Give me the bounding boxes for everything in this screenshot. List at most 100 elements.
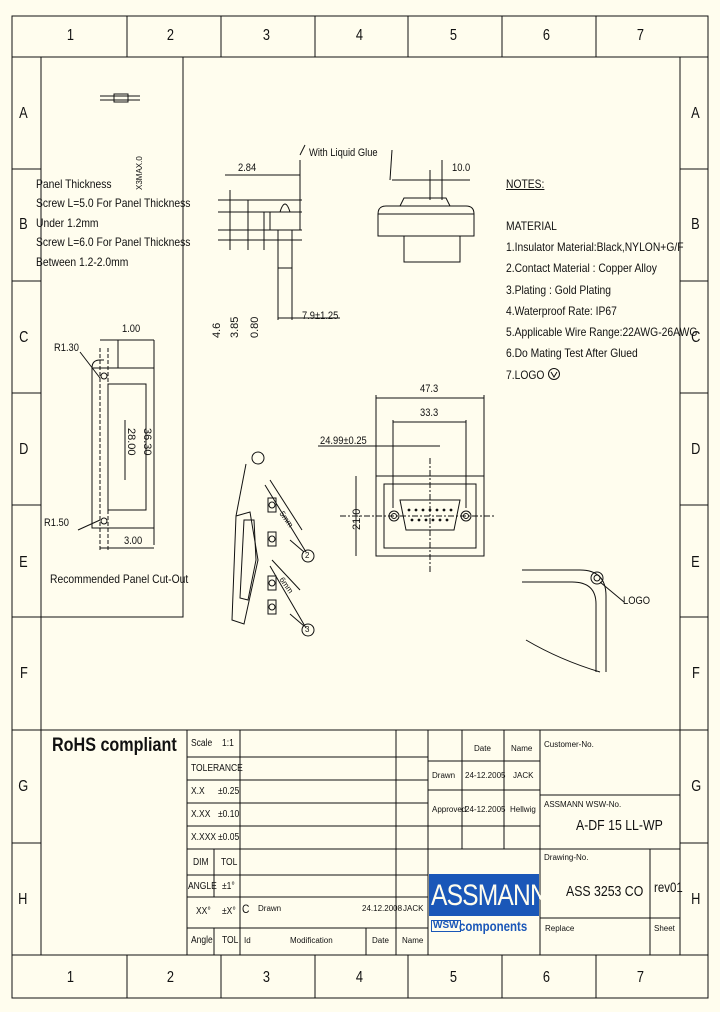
grid-row-h-right: H — [691, 891, 701, 908]
assmann-no-label: ASSMANN WSW-No. — [544, 800, 622, 809]
rev-hdr-name: Name — [402, 936, 424, 945]
scale-label: Scale — [191, 738, 213, 749]
front-dim-outer: 47.3 — [420, 383, 439, 395]
drawing-no: ASS 3253 CO — [566, 883, 644, 900]
logo-sub: components — [459, 918, 528, 934]
sheet-label: Sheet — [654, 924, 675, 933]
approved-date: 24-12.2005 — [465, 805, 506, 814]
grid-row-f-right: F — [691, 665, 700, 682]
logo-label: LOGO — [623, 595, 651, 607]
scale-value: 1:1 — [222, 738, 234, 749]
tol-val-1: ±0.25 — [218, 786, 240, 797]
grid-col-4-bottom: 4 — [355, 969, 364, 986]
angle-value: ±1° — [222, 881, 235, 892]
notes-item-2: 2.Contact Material : Copper Alloy — [506, 261, 657, 275]
notes-item-1: 1.Insulator Material:Black,NYLON+G/F — [506, 240, 684, 254]
iso-label-3: 3 — [305, 625, 310, 634]
rev-drawn: Drawn — [258, 904, 282, 913]
grid-row-d-right: D — [691, 441, 701, 458]
tol-fmt-3: X.XXX — [191, 832, 217, 843]
rev-hdr-mod: Modification — [290, 936, 333, 945]
notes-item-7: 7.LOGO — [506, 368, 545, 382]
side-dim-a: 4.6 — [211, 322, 223, 338]
grid-col-6: 6 — [542, 27, 551, 44]
tol-fmt-1: X.X — [191, 786, 205, 797]
side-dim-e: 10.0 — [452, 162, 471, 174]
grid-col-1-bottom: 1 — [66, 969, 75, 986]
grid-row-b-right: B — [691, 216, 700, 233]
grid-col-4: 4 — [355, 27, 364, 44]
grid-row-c: C — [19, 329, 29, 346]
rev-number: rev01 — [654, 879, 683, 895]
notes-item-4: 4.Waterproof Rate: IP67 — [506, 304, 617, 318]
front-dim-pitch: 24.99±0.25 — [320, 435, 367, 447]
cutout-caption: Recommended Panel Cut-Out — [50, 572, 189, 586]
grid-row-a: A — [19, 105, 28, 122]
cutout-dim-h1: 28.00 — [125, 428, 137, 456]
drawn-date: 24-12.2005 — [465, 771, 506, 780]
approved-label: Approved — [432, 805, 467, 814]
notes-item-6: 6.Do Mating Test After Glued — [506, 346, 638, 360]
notes-title: NOTES: — [506, 177, 545, 191]
tol-footer-label: TOL — [222, 935, 239, 946]
angle-label: ANGLE — [188, 881, 217, 892]
grid-col-3: 3 — [262, 27, 271, 44]
grid-col-6-bottom: 6 — [542, 969, 551, 986]
grid-col-2-bottom: 2 — [166, 969, 175, 986]
drawn-label: Drawn — [432, 771, 456, 780]
notes-item-3: 3.Plating : Gold Plating — [506, 283, 611, 297]
grid-row-h: H — [18, 891, 28, 908]
panel-line1: Screw L=5.0 For Panel Thickness — [36, 196, 191, 210]
grid-row-b: B — [19, 216, 28, 233]
rev-hdr-id: Id — [244, 936, 251, 945]
notes-material: MATERIAL — [506, 219, 557, 233]
grid-col-5-bottom: 5 — [449, 969, 458, 986]
drawing-no-label: Drawing-No. — [544, 853, 589, 862]
rohs-label: RoHS compliant — [52, 735, 177, 756]
replace-label: Replace — [545, 924, 575, 933]
rev-name: JACK — [403, 904, 424, 913]
approved-name: Hellwig — [510, 805, 536, 814]
tol-label: TOL — [221, 857, 238, 868]
side-dim-vert-top: X3MAX.0 — [135, 156, 144, 190]
grid-row-a-right: A — [691, 105, 700, 122]
cutout-dim-width: 1.00 — [122, 323, 141, 335]
logo-word: ASSMANN — [431, 879, 548, 912]
customer-no-label: Customer-No. — [544, 740, 594, 749]
grid-col-2: 2 — [166, 27, 175, 44]
panel-line4: Between 1.2-2.0mm — [36, 255, 129, 269]
drawn-name: JACK — [513, 771, 534, 780]
front-dim-height: 21.0 — [351, 508, 363, 530]
side-dim-c: 0.80 — [249, 316, 261, 338]
notes-item-5: 5.Applicable Wire Range:22AWG-26AWG — [506, 325, 698, 339]
grid-row-e: E — [19, 554, 28, 571]
grid-row-d: D — [19, 441, 29, 458]
cutout-dim-h2: 36.30 — [141, 428, 153, 456]
assmann-no: A-DF 15 LL-WP — [576, 817, 663, 834]
assmann-logo: ASSMANN WSW components — [429, 874, 548, 936]
glue-label: With Liquid Glue — [309, 147, 378, 159]
angle-footer-label: Angle — [191, 935, 213, 946]
grid-row-c-right: C — [691, 329, 701, 346]
front-dim-inner: 33.3 — [420, 407, 439, 419]
tol-val-2: ±0.10 — [218, 809, 240, 820]
panel-line3: Screw L=6.0 For Panel Thickness — [36, 235, 191, 249]
col-name: Name — [511, 744, 533, 753]
grid-col-3-bottom: 3 — [262, 969, 271, 986]
cutout-dim-radius: R1.30 — [54, 342, 79, 354]
panel-line2: Under 1.2mm — [36, 216, 99, 230]
iso-label-2: 2 — [305, 551, 310, 560]
xx-value: ±X° — [222, 906, 236, 917]
side-dim-d: 7.9±1.25 — [302, 310, 339, 322]
grid-row-e-right: E — [691, 554, 700, 571]
rev-hdr-date: Date — [372, 936, 389, 945]
grid-col-5: 5 — [449, 27, 458, 44]
dim-label: DIM — [193, 857, 209, 868]
rev-date: 24.12.2008 — [362, 904, 403, 913]
tol-val-3: ±0.05 — [218, 832, 240, 843]
tol-fmt-2: X.XX — [191, 809, 211, 820]
tolerance-label: TOLERANCE — [191, 763, 243, 774]
grid-row-g-right: G — [691, 778, 702, 795]
